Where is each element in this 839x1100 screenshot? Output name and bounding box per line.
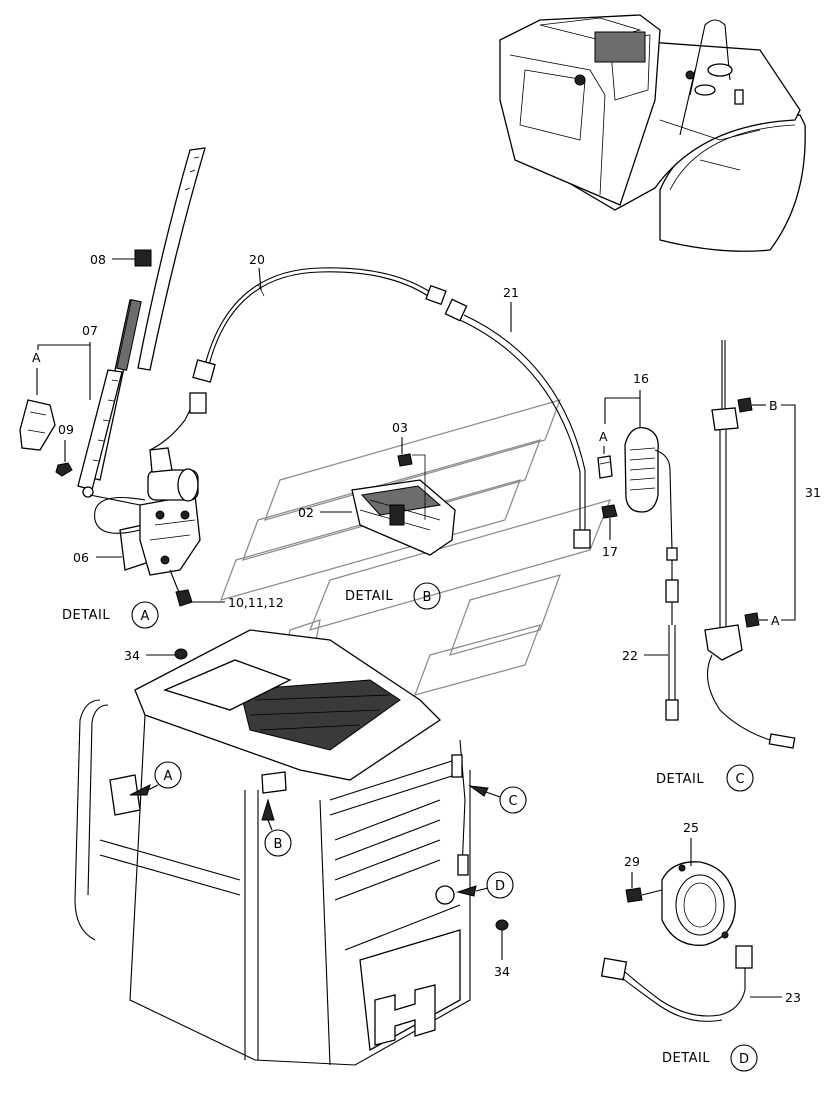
part-06-wiper-motor <box>89 447 201 576</box>
detail-c-label: DETAIL C <box>656 764 754 792</box>
part-25-speaker <box>661 861 736 946</box>
wire-motor <box>149 399 196 451</box>
svg-text:DETAIL: DETAIL <box>345 589 393 604</box>
part-09-nut: 09 <box>55 422 74 477</box>
svg-text:08: 08 <box>90 252 106 267</box>
machine-overview <box>499 14 806 252</box>
svg-text:10,11,12: 10,11,12 <box>228 595 284 610</box>
svg-text:23: 23 <box>785 990 801 1005</box>
bracket-a <box>19 399 56 451</box>
cab-assembly <box>74 629 471 1066</box>
label-07: 07 A <box>32 323 98 400</box>
callout-b: B <box>261 798 292 857</box>
svg-text:C: C <box>735 772 744 787</box>
part-23-speaker-harness <box>600 945 753 1022</box>
part-08-window-rail <box>134 147 206 371</box>
svg-text:B: B <box>423 590 432 605</box>
svg-text:A: A <box>164 769 173 784</box>
label-06: 06 <box>73 550 122 565</box>
svg-text:C: C <box>508 794 517 809</box>
callout-c: C <box>468 785 527 814</box>
svg-text:22: 22 <box>622 648 638 663</box>
label-21: 21 <box>503 285 519 332</box>
label-25: 25 <box>683 820 699 866</box>
label-16: 16 A <box>599 371 649 454</box>
svg-text:06: 06 <box>73 550 89 565</box>
svg-text:D: D <box>739 1052 749 1067</box>
svg-text:21: 21 <box>503 285 519 300</box>
connector-motor <box>189 392 207 414</box>
svg-text:DETAIL: DETAIL <box>656 772 704 787</box>
callout-d: D <box>456 871 514 899</box>
svg-text:20: 20 <box>249 252 265 267</box>
label-22: 22 <box>622 648 668 663</box>
svg-text:DETAIL: DETAIL <box>62 608 110 623</box>
bolt-10-11-12: 10,11,12 <box>169 569 284 610</box>
part-07-wiper <box>77 299 142 498</box>
svg-text:34: 34 <box>124 648 140 663</box>
part-03-screw: 03 <box>392 420 426 520</box>
part-02-switch-box <box>351 479 456 556</box>
part-34-bottom: 34 <box>494 919 510 979</box>
svg-text:D: D <box>495 879 505 894</box>
harness-20 <box>192 267 447 383</box>
part-34-top: 34 <box>124 648 188 663</box>
svg-text:29: 29 <box>624 854 640 869</box>
part-31-antenna <box>704 340 796 749</box>
svg-text:34: 34 <box>494 964 510 979</box>
svg-text:25: 25 <box>683 820 699 835</box>
svg-text:A: A <box>599 429 608 444</box>
label-08: 08 <box>90 252 136 267</box>
svg-text:02: 02 <box>298 505 314 520</box>
svg-text:A: A <box>771 613 780 628</box>
part-22-cable <box>665 579 679 721</box>
harness-21 <box>444 298 591 549</box>
svg-text:17: 17 <box>602 544 618 559</box>
detail-a-label: DETAIL A <box>62 601 159 629</box>
svg-text:B: B <box>274 837 283 852</box>
part-16-radio-coil <box>624 426 678 580</box>
detail-b-label: DETAIL B <box>345 582 441 610</box>
svg-text:31: 31 <box>805 485 821 500</box>
detail-d-label: DETAIL D <box>662 1044 758 1072</box>
part-17-screw: 17 <box>601 504 618 559</box>
svg-text:16: 16 <box>633 371 649 386</box>
part-29-screw: 29 <box>624 854 663 903</box>
label-20: 20 <box>249 252 265 291</box>
label-23: 23 <box>750 990 801 1005</box>
svg-text:B: B <box>769 398 778 413</box>
svg-text:DETAIL: DETAIL <box>662 1051 710 1066</box>
callout-a: A <box>129 761 182 796</box>
svg-text:09: 09 <box>58 422 74 437</box>
svg-text:A: A <box>32 350 41 365</box>
label-31: B 31 A <box>737 397 821 628</box>
svg-text:03: 03 <box>392 420 408 435</box>
svg-text:A: A <box>141 609 150 624</box>
label-02: 02 <box>298 505 352 520</box>
svg-text:07: 07 <box>82 323 98 338</box>
fuse-a <box>597 455 613 479</box>
